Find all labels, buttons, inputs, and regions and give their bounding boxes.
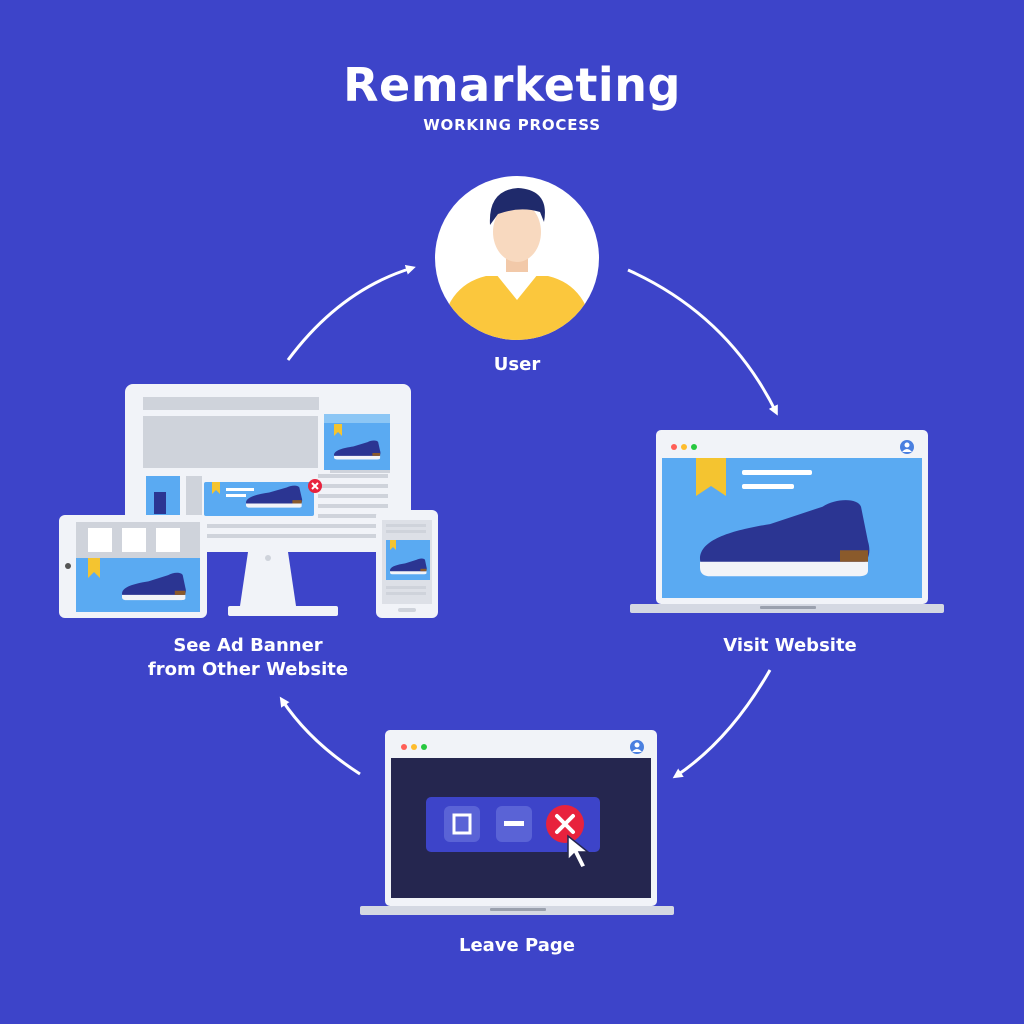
step-label-user: User [493,354,541,375]
cursor-icon [567,834,591,869]
arrow-leave-to-ad [279,696,361,776]
arrow-ad-to-user [286,264,416,361]
page-subtitle: WORKING PROCESS [423,116,601,134]
visit-website-laptop-icon [630,430,944,613]
user-avatar-icon [435,176,599,340]
ad-banner-devices-icon [59,384,438,618]
step-label-leave-page: Leave Page [459,935,575,956]
leave-page-laptop-icon [360,730,674,915]
step-label-ad-banner-line1: See Ad Banner [173,635,323,656]
step-label-ad-banner: See Ad Banner from Other Website [118,634,378,682]
maximize-icon [444,806,480,842]
page-title: Remarketing [343,58,681,112]
step-label-ad-banner-line2: from Other Website [147,659,349,680]
arrow-user-to-visit [627,268,778,416]
step-label-visit-website: Visit Website [723,635,857,656]
arrow-visit-to-leave [672,669,772,779]
